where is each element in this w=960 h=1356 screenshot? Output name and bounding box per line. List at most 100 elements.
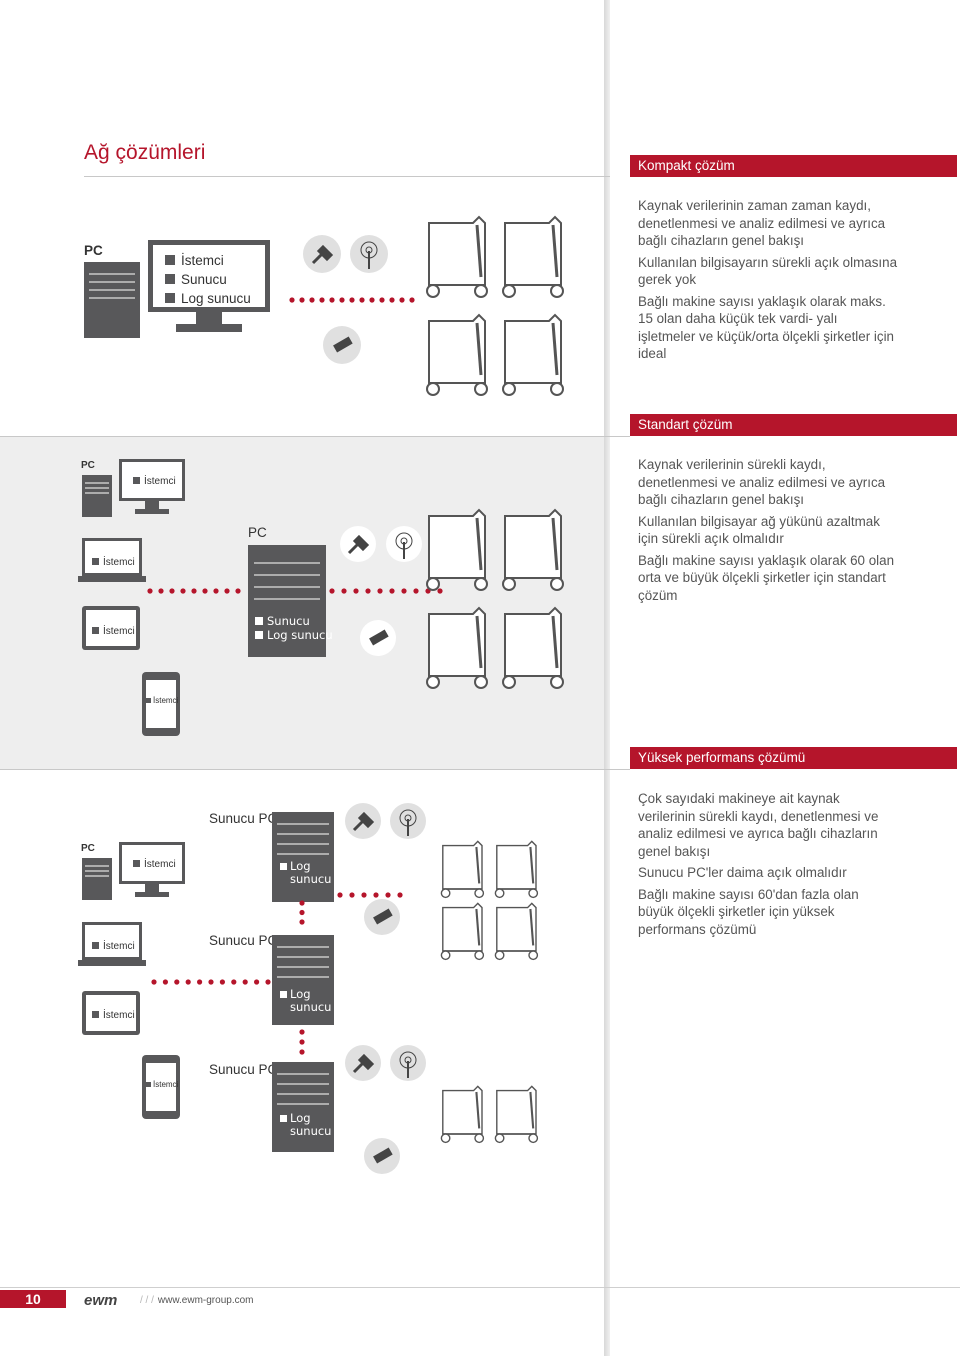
page-divider	[604, 0, 610, 1356]
high-usb-stick-icon-2	[364, 1138, 400, 1174]
network-dot	[341, 588, 347, 594]
standard-network-lines	[147, 588, 443, 594]
network-dot	[299, 919, 305, 925]
compact-para-1: Kaynak verilerinin zaman zaman kaydı, de…	[638, 198, 886, 248]
standard-header: Standart çözüm	[630, 414, 957, 436]
standard-description: Kaynak verilerinin sürekli kaydı, denetl…	[638, 456, 898, 608]
high-server-1-icon	[272, 812, 334, 902]
standard-phone-icon	[142, 672, 180, 736]
high-server-pc-label-2: Sunucu PC	[209, 933, 278, 948]
page-title: Ağ çözümleri	[84, 141, 206, 164]
standard-client-3: İstemci	[92, 626, 135, 637]
network-dot	[397, 892, 403, 898]
network-dot	[208, 979, 214, 985]
network-dot	[365, 588, 371, 594]
high-pc-label: PC	[81, 843, 95, 854]
network-dot	[180, 588, 186, 594]
network-dot	[437, 588, 443, 594]
network-dot	[169, 588, 175, 594]
network-dot	[202, 588, 208, 594]
high-server-3-icon	[272, 1062, 334, 1152]
welding-machine-icon	[502, 215, 564, 298]
network-dot	[151, 979, 157, 985]
network-dot	[213, 588, 219, 594]
high-wifi-icon-2	[390, 1045, 426, 1081]
footer-rule	[0, 1287, 960, 1288]
compact-role-server: Sunucu	[181, 272, 227, 287]
compact-tower-icon	[84, 262, 140, 338]
high-para-3: Bağlı makine sayısı 60'dan fazla olan bü…	[638, 886, 859, 937]
network-dot	[339, 297, 345, 303]
network-dot	[337, 892, 343, 898]
high-laptop-icon	[78, 922, 146, 966]
high-client-1: İstemci	[133, 859, 176, 870]
high-usb-cable-icon-1	[345, 803, 381, 839]
welding-machine-icon	[502, 508, 564, 591]
standard-role-log: Log sunucu	[267, 628, 333, 642]
welding-machine-icon	[426, 215, 488, 298]
network-dot	[185, 979, 191, 985]
high-server-pc-label-3: Sunucu PC	[209, 1062, 278, 1077]
high-network-lines	[151, 892, 403, 1055]
high-monitor-icon	[119, 842, 185, 897]
welding-machine-icon	[426, 313, 488, 396]
network-dot	[329, 588, 335, 594]
compact-pc-label: PC	[84, 243, 103, 258]
network-dot	[409, 297, 415, 303]
welding-machine-icon	[426, 606, 488, 689]
compact-description: Kaynak verilerinin zaman zaman kaydı, de…	[638, 197, 898, 367]
compact-para-3: Bağlı makine sayısı yaklaşık olarak maks…	[638, 293, 894, 362]
network-dot	[231, 979, 237, 985]
network-dot	[399, 297, 405, 303]
compact-network-line	[289, 297, 415, 303]
compact-wifi-icon	[350, 235, 388, 273]
network-dot	[289, 297, 295, 303]
network-dot	[401, 588, 407, 594]
high-phone-icon	[142, 1055, 180, 1119]
standard-role-server: Sunucu	[267, 614, 310, 628]
network-dot	[299, 1029, 305, 1035]
network-dot	[224, 588, 230, 594]
welding-machine-icon	[426, 508, 488, 591]
network-dot	[385, 892, 391, 898]
welding-machine-icon	[494, 1085, 539, 1144]
high-header: Yüksek performans çözümü	[630, 747, 957, 769]
network-dot	[389, 297, 395, 303]
network-dot	[299, 1049, 305, 1055]
standard-para-3: Bağlı makine sayısı yaklaşık olarak 60 o…	[638, 552, 895, 603]
network-dot	[349, 892, 355, 898]
compact-role-log: Log sunucu	[181, 291, 251, 306]
high-server-pc-label-1: Sunucu PC	[209, 811, 278, 826]
standard-machines	[426, 508, 564, 689]
footer-url[interactable]: / / /www.ewm-group.com	[140, 1295, 254, 1306]
high-client-3: İstemci	[92, 1010, 135, 1021]
high-para-2: Sunucu PC'ler daima açık olmalıdır	[638, 865, 847, 880]
network-dot	[379, 297, 385, 303]
network-dot	[329, 297, 335, 303]
standard-para-2: Kullanılan bilgisayar ağ yükünü azaltmak…	[638, 513, 880, 547]
welding-machine-icon	[502, 606, 564, 689]
network-dot	[373, 892, 379, 898]
network-dot	[377, 588, 383, 594]
network-dot	[174, 979, 180, 985]
high-para-1: Çok sayıdaki makineye ait kaynak veriler…	[638, 791, 879, 859]
standard-usb-stick-icon	[360, 620, 396, 656]
standard-laptop-icon	[78, 538, 146, 582]
network-dot	[254, 979, 260, 985]
network-dot	[219, 979, 225, 985]
network-dot	[191, 588, 197, 594]
compact-para-2: Kullanılan bilgisayarın sürekli açık olm…	[638, 254, 898, 288]
network-dot	[299, 900, 305, 906]
network-dot	[147, 588, 153, 594]
standard-wifi-icon	[386, 526, 422, 562]
standard-client-4: İstemci	[146, 696, 178, 705]
network-dot	[353, 588, 359, 594]
network-dot	[299, 297, 305, 303]
network-dot	[349, 297, 355, 303]
network-dot	[162, 979, 168, 985]
standard-pc-label: PC	[81, 460, 95, 471]
compact-machines	[426, 215, 564, 396]
standard-server-roles: Sunucu Log sunucu	[255, 614, 333, 642]
high-rule	[0, 769, 630, 770]
